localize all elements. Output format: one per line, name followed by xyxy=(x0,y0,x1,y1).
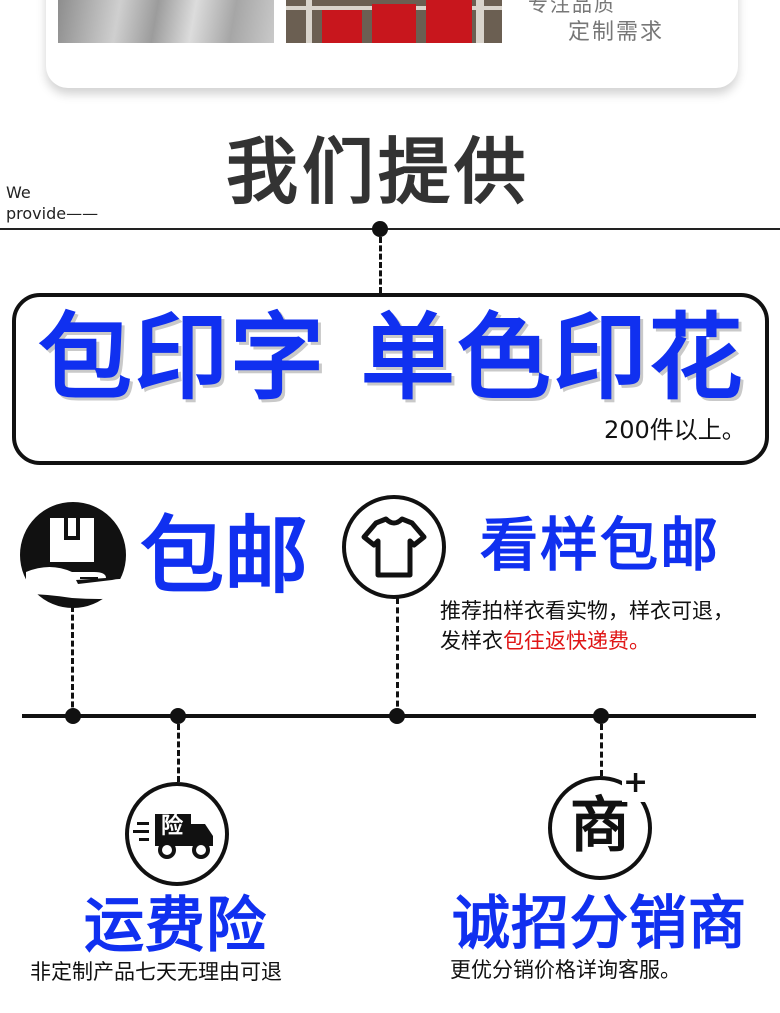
plus-icon-backdrop xyxy=(622,770,650,802)
product-photo-left xyxy=(58,0,274,43)
header-divider xyxy=(0,228,780,230)
hand-box-icon xyxy=(20,502,126,608)
header-node-dot xyxy=(372,221,388,237)
banner-headline: 包印字 单色印花 xyxy=(38,304,745,413)
distributor-title: 诚招分销商 xyxy=(452,889,748,957)
print-banner xyxy=(12,293,769,465)
sample-title: 看样包邮 xyxy=(480,511,721,579)
sample-desc-prefix: 发样衣 xyxy=(440,629,503,654)
sample-desc-line1: 推荐拍样衣看实物，样衣可退， xyxy=(440,599,734,623)
timeline-dot-4 xyxy=(593,708,609,724)
insurance-truck-icon: 险 xyxy=(125,782,229,886)
sample-desc-highlight: 包往返快递费。 xyxy=(503,629,650,654)
we-label: We xyxy=(6,183,31,202)
merchant-icon-char: 商 xyxy=(570,791,630,861)
timeline-dot-3 xyxy=(389,708,405,724)
top-card-cut-text: 专注品质 xyxy=(528,0,616,16)
connector-insurance xyxy=(177,724,180,782)
insurance-title: 运费险 xyxy=(84,891,267,961)
sample-description: 推荐拍样衣看实物，样衣可退， 发样衣包往返快递费。 xyxy=(440,596,734,657)
plus-icon: + xyxy=(623,765,649,800)
top-card-text: 定制需求 xyxy=(568,20,665,45)
connector-free-shipping xyxy=(71,606,74,716)
connector-distributor xyxy=(600,724,603,776)
product-photo-right xyxy=(286,0,502,43)
distributor-description: 更优分销价格详询客服。 xyxy=(450,958,681,982)
sample-desc-line2: 发样衣包往返快递费。 xyxy=(440,626,734,656)
tshirt-icon xyxy=(342,495,446,599)
timeline-dot-2 xyxy=(170,708,186,724)
header-connector xyxy=(379,237,382,293)
insurance-description: 非定制产品七天无理由可退 xyxy=(30,960,282,984)
merchant-icon: 商 xyxy=(548,776,652,880)
timeline-dot-1 xyxy=(65,708,81,724)
free-shipping-label: 包邮 xyxy=(140,507,309,605)
banner-subtext: 200件以上。 xyxy=(604,416,746,444)
section-title: 我们提供 xyxy=(226,130,531,214)
insurance-icon-char: 险 xyxy=(161,814,184,839)
connector-sample xyxy=(396,598,399,716)
provide-label: provide—— xyxy=(6,204,99,223)
